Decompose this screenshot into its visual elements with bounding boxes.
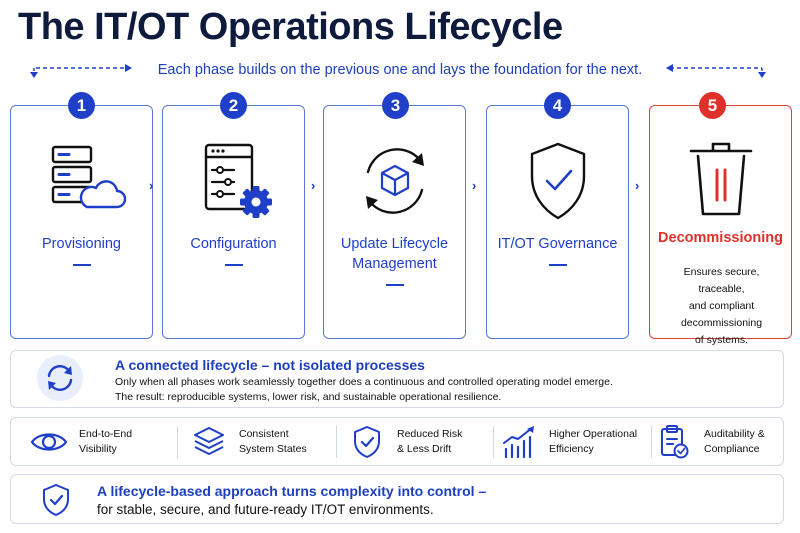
divider — [336, 426, 337, 458]
settings-window-gear-icon — [163, 136, 304, 226]
phase-label-line2: Management — [352, 256, 437, 272]
divider — [177, 426, 178, 458]
server-cloud-icon — [11, 136, 152, 226]
chevron-right-icon: › — [472, 178, 477, 193]
shield-check-icon — [41, 483, 71, 522]
phase-number-3: 3 — [382, 92, 409, 119]
chevron-right-icon: › — [311, 178, 316, 193]
phase-label-line1: Update Lifecycle — [340, 236, 449, 252]
phase-label: Decommissioning — [658, 230, 783, 246]
phase-card-provisioning[interactable]: Provisioning — [10, 105, 153, 339]
layers-icon — [189, 425, 229, 459]
phase-label: IT/OT Governance — [497, 236, 618, 252]
phase-underline — [72, 264, 91, 266]
dashed-arrow-left — [30, 64, 132, 78]
phase-number-5: 5 — [699, 92, 726, 119]
cube-cycle-icon — [324, 136, 465, 226]
phase-underline — [224, 264, 243, 266]
trash-icon — [650, 132, 791, 222]
connected-lifecycle-panel: A connected lifecycle – not isolated pro… — [10, 350, 784, 408]
phase-card-configuration[interactable]: Configuration — [162, 105, 305, 339]
phase-label: Provisioning — [42, 236, 121, 252]
chevron-right-icon: › — [635, 178, 640, 193]
divider — [651, 426, 652, 458]
phase-number-2: 2 — [220, 92, 247, 119]
phase-label: Configuration — [190, 236, 277, 252]
connected-title: A connected lifecycle – not isolated pro… — [115, 357, 425, 373]
phase-card-update-lifecycle[interactable]: Update Lifecycle Management — [323, 105, 466, 339]
connected-text-line2: The result: reproducible systems, lower … — [115, 391, 502, 403]
connected-text-line1: Only when all phases work seamlessly tog… — [115, 376, 613, 388]
growth-chart-icon — [499, 425, 539, 459]
dashed-arrow-right — [666, 64, 766, 78]
benefit-reduced-risk: Reduced Risk& Less Drift — [347, 418, 462, 465]
phase-card-decommissioning[interactable]: Decommissioning Ensures secure, traceabl… — [649, 105, 792, 346]
eye-icon — [29, 429, 69, 455]
shield-check-icon — [347, 425, 387, 459]
clipboard-check-icon — [654, 424, 694, 460]
subtitle: Each phase builds on the previous one an… — [157, 62, 643, 78]
approach-title: A lifecycle-based approach turns complex… — [97, 483, 487, 499]
chevron-right-icon: › — [149, 178, 154, 193]
approach-text: for stable, secure, and future-ready IT/… — [97, 502, 434, 517]
sync-icon — [37, 355, 83, 401]
phase-description: Ensures secure, traceable, and compliant… — [680, 266, 763, 346]
phase-number-4: 4 — [544, 92, 571, 119]
phase-underline — [548, 264, 567, 266]
phase-number-1: 1 — [68, 92, 95, 119]
phase-card-governance[interactable]: IT/OT Governance — [486, 105, 629, 339]
phase-underline — [385, 284, 404, 286]
shield-check-icon — [487, 136, 628, 226]
divider — [493, 426, 494, 458]
page-title: The IT/OT Operations Lifecycle — [18, 6, 563, 48]
approach-panel: A lifecycle-based approach turns complex… — [10, 474, 784, 524]
subtitle-row: Each phase builds on the previous one an… — [0, 60, 800, 82]
benefit-auditability: Auditability &Compliance — [654, 418, 765, 465]
